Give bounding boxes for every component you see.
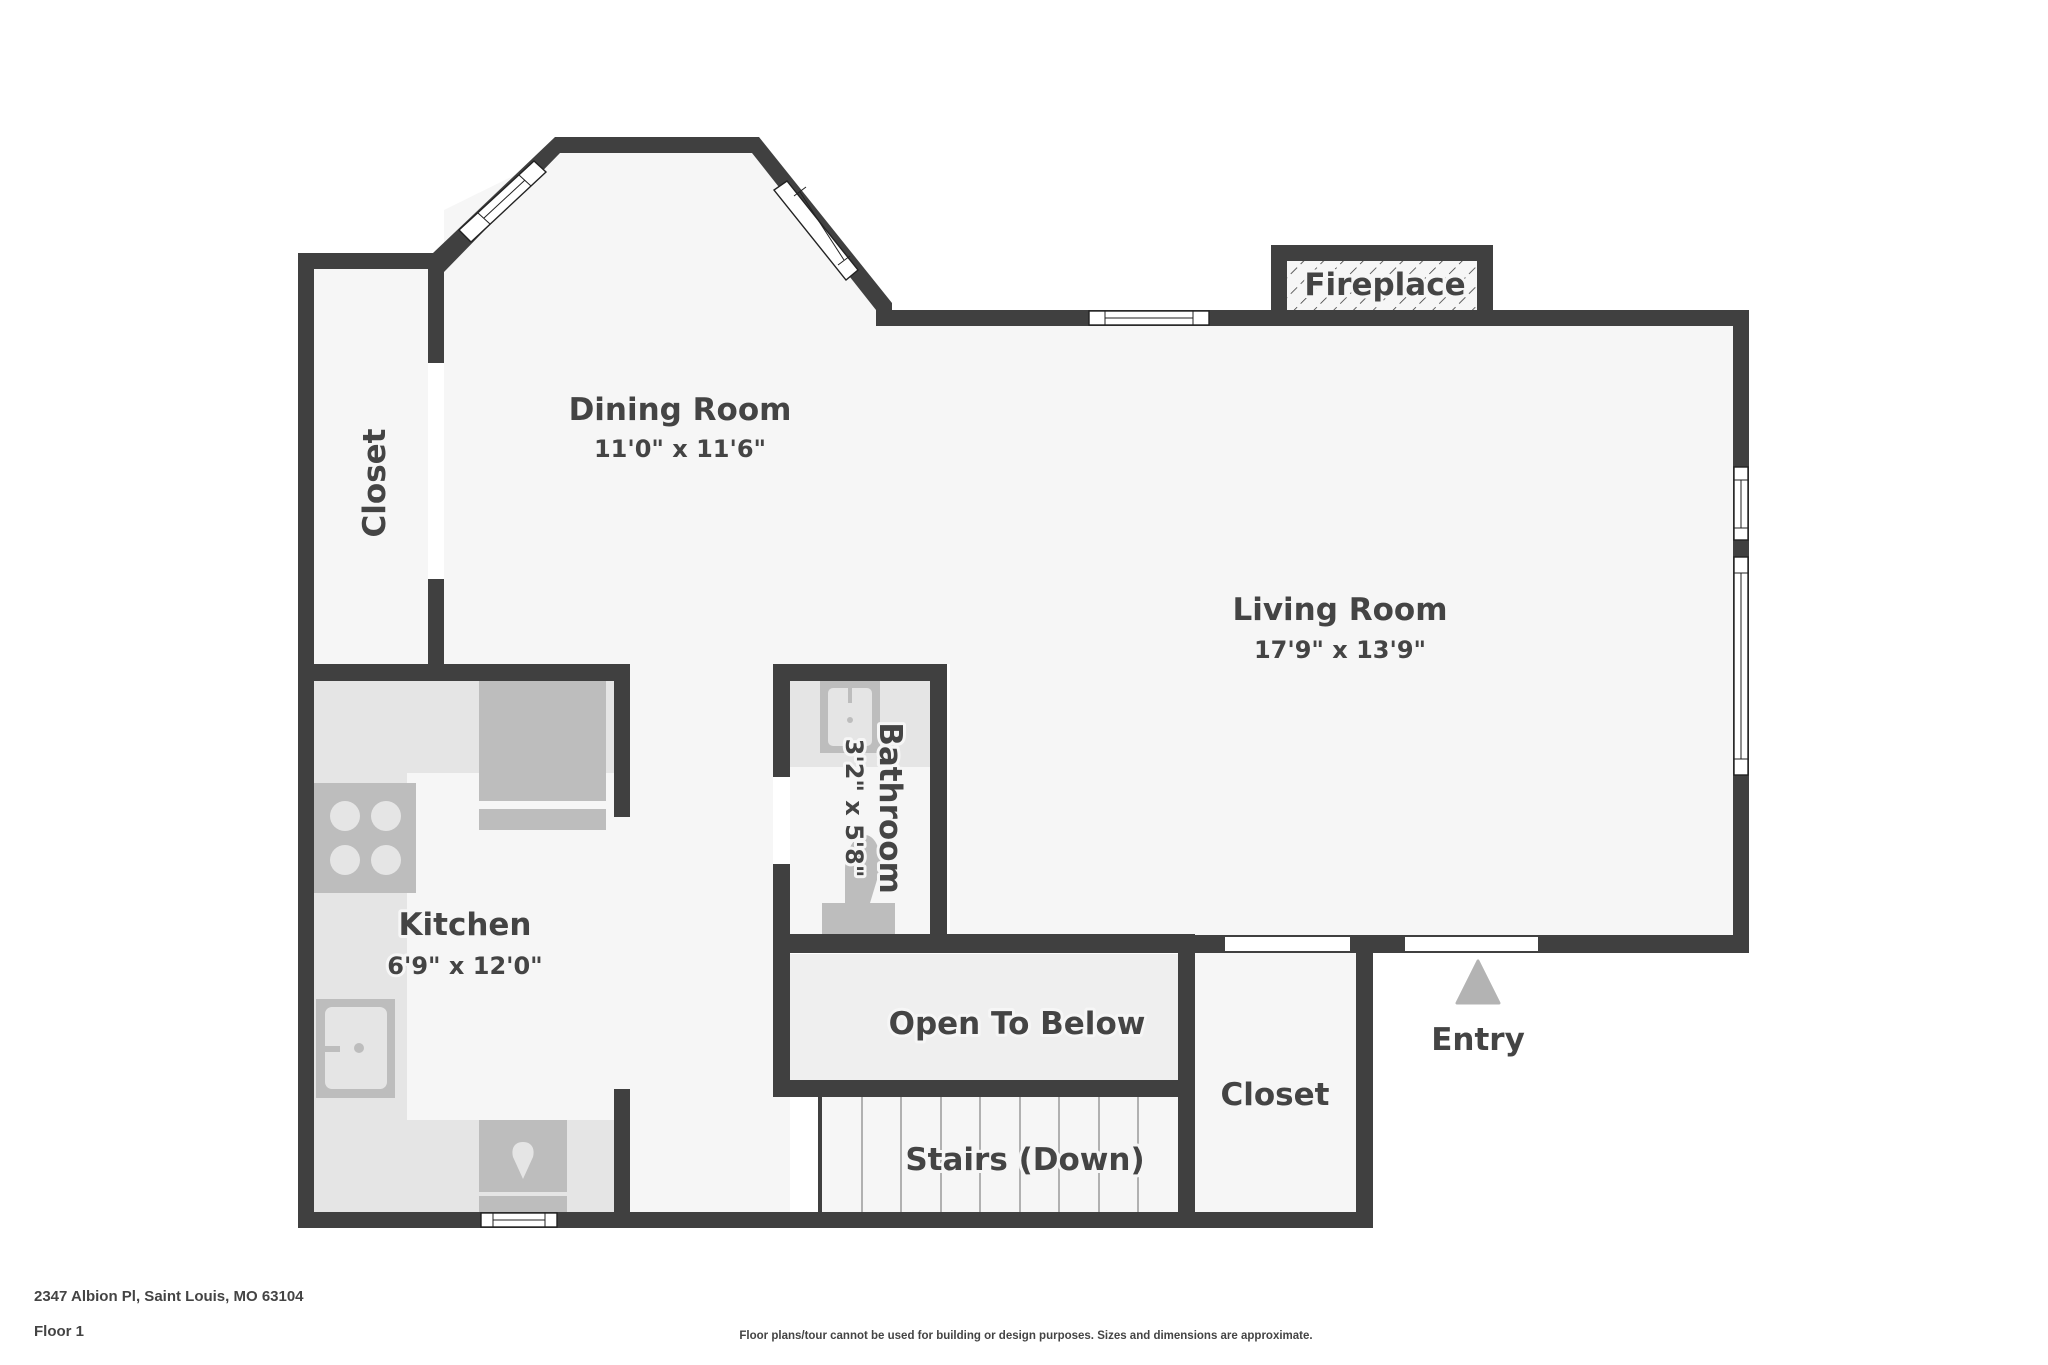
window-right-1 <box>1733 466 1749 541</box>
room-label-open-below: Open To Below <box>889 1006 1146 1042</box>
sink-icon <box>316 999 395 1098</box>
room-label-closet-left: Closet <box>357 428 393 537</box>
room-dim-dining: 11'0" x 11'6" <box>594 435 766 463</box>
room-label-bathroom: Bathroom <box>872 722 908 894</box>
address-text: 2347 Albion Pl, Saint Louis, MO 63104 <box>34 1288 304 1305</box>
window-bay-right <box>772 180 859 281</box>
window-kitchen <box>480 1212 558 1228</box>
windows <box>457 160 1749 1228</box>
floor-label: Floor 1 <box>34 1323 85 1340</box>
fireplace-hatch <box>1287 261 1477 310</box>
triangle-up-arrow-icon <box>1455 959 1501 1005</box>
floor-fill <box>314 153 1733 1212</box>
room-dim-living: 17'9" x 13'9" <box>1254 636 1426 664</box>
toilet-icon <box>822 835 895 934</box>
room-label-kitchen: Kitchen <box>398 907 531 943</box>
entry-label: Entry <box>1431 1022 1525 1058</box>
room-dim-kitchen: 6'9" x 12'0" <box>387 952 542 980</box>
kitchen-fixtures <box>314 681 614 1212</box>
room-label-stairs: Stairs (Down) <box>905 1142 1144 1178</box>
stove-icon <box>314 783 416 893</box>
window-top <box>1088 310 1210 326</box>
room-label-closet-right: Closet <box>1221 1077 1330 1113</box>
dishwasher-icon <box>479 1120 567 1212</box>
room-label-living: Living Room <box>1232 592 1447 628</box>
door-openings <box>430 363 1538 951</box>
window-bay-left <box>457 160 548 243</box>
stairs-treads <box>861 1097 1139 1212</box>
disclaimer-text: Floor plans/tour cannot be used for buil… <box>739 1330 1313 1342</box>
refrigerator-icon <box>479 681 606 801</box>
room-label-dining: Dining Room <box>569 392 792 428</box>
fireplace-label: Fireplace <box>1304 267 1465 303</box>
window-right-2 <box>1733 556 1749 776</box>
room-dim-bathroom: 3'2" x 5'8" <box>840 739 868 878</box>
bathroom-fixtures <box>790 681 930 934</box>
